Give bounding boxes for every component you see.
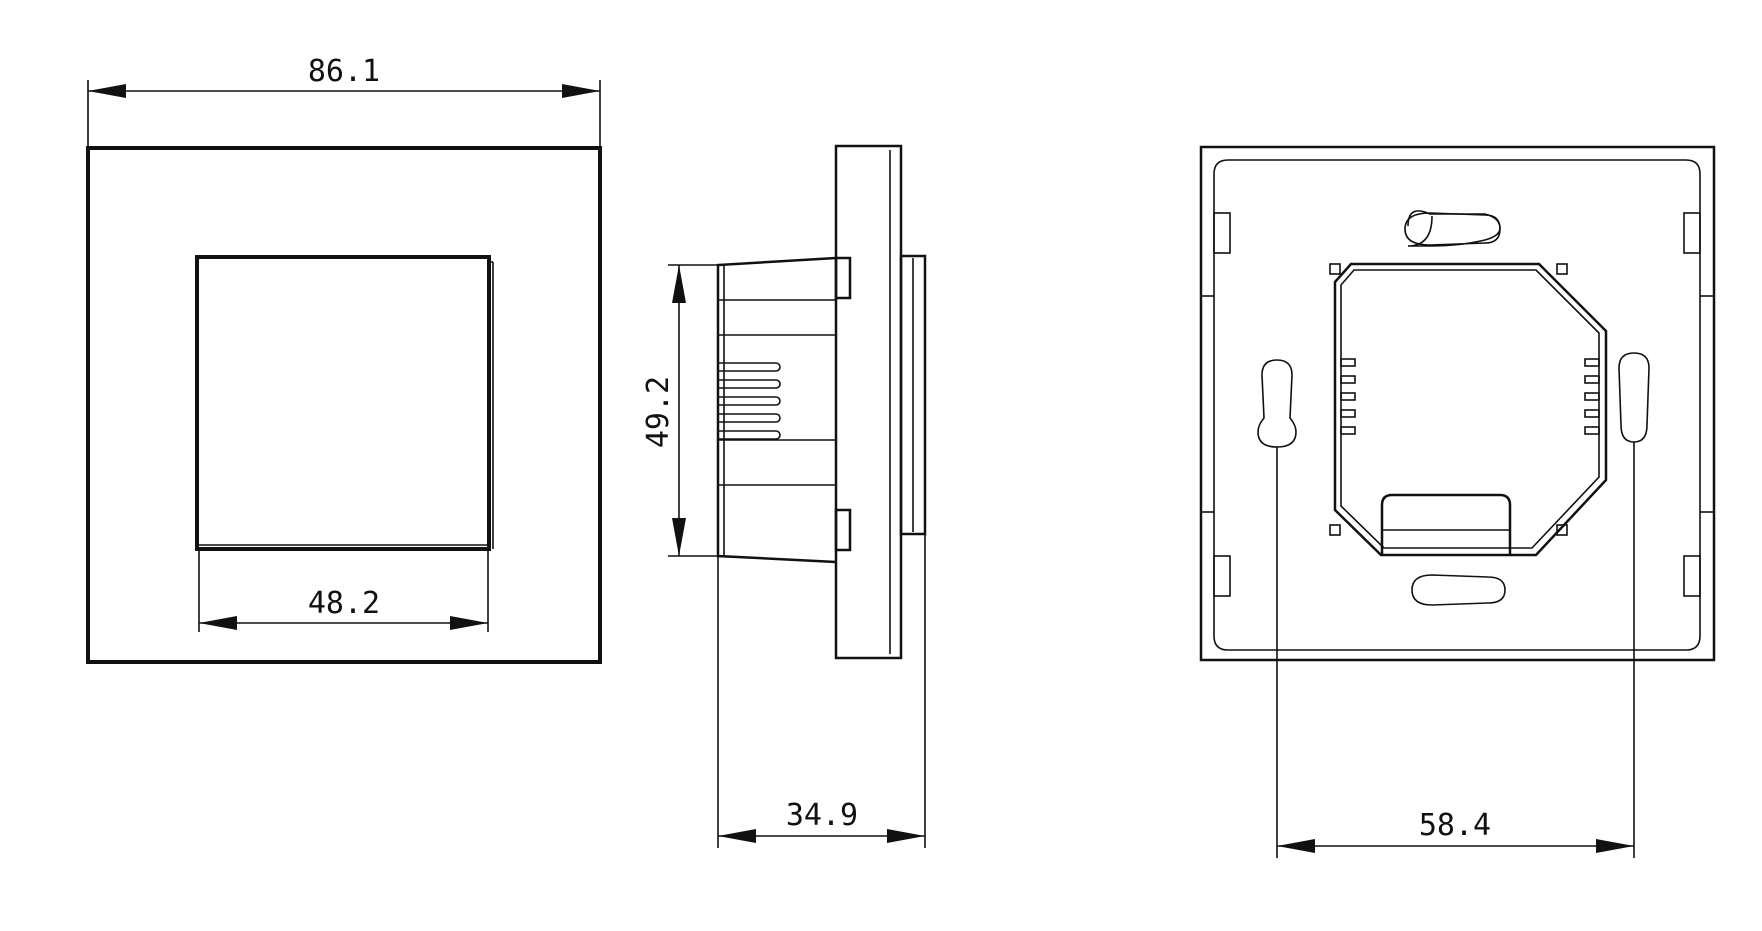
dimension-front-window: 48.2 (198, 549, 489, 632)
keyhole-left (1257, 359, 1297, 448)
dimension-back-hole-spacing: 58.4 (1276, 442, 1635, 858)
back-inner-plate (1213, 159, 1701, 651)
back-pins-right (1584, 358, 1600, 435)
dimension-side-depth: 34.9 (717, 534, 926, 848)
side-body (716, 256, 837, 564)
front-frame (86, 146, 602, 664)
keyhole-top (1407, 210, 1501, 247)
dimension-side-height: 49.2 (641, 264, 718, 557)
dim-label-58-4: 58.4 (1419, 808, 1491, 843)
side-pins (718, 362, 781, 440)
keyhole-right (1618, 352, 1650, 443)
back-module (1333, 262, 1608, 557)
keyhole-bottom (1411, 574, 1506, 606)
dim-label-49-2: 49.2 (641, 376, 676, 448)
dim-label-34-9: 34.9 (786, 798, 858, 833)
side-view: 49.2 34.9 (641, 144, 927, 848)
back-pins-left (1340, 358, 1356, 435)
side-plate (834, 144, 903, 660)
dim-label-86-1: 86.1 (308, 54, 380, 89)
back-view: 58.4 (1199, 145, 1716, 858)
dim-label-48-2: 48.2 (308, 586, 380, 621)
dimension-front-width: 86.1 (87, 54, 601, 148)
back-connector (1380, 493, 1512, 555)
front-view: 86.1 48.2 (86, 54, 602, 664)
side-glass (899, 254, 927, 536)
back-frame (1199, 145, 1716, 662)
front-window (195, 255, 491, 551)
